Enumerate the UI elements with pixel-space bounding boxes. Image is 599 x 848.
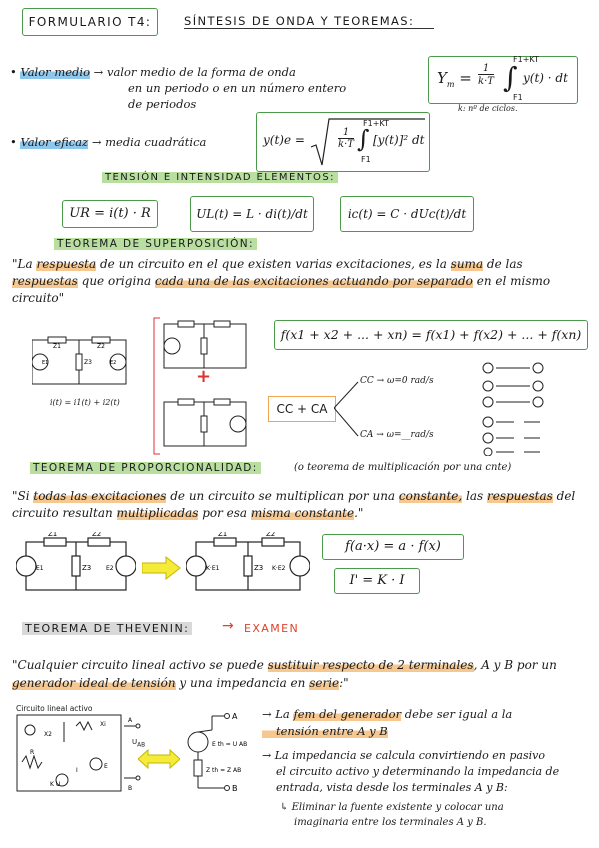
svg-text:E1: E1: [36, 565, 44, 572]
page-title-text: Síntesis de onda y teoremas:: [184, 14, 415, 28]
formula-ic: ic(t) = C · dUc(t)/dt: [340, 196, 474, 232]
integral-upper: F1+KT: [363, 119, 389, 128]
voltage-label: UAB: [132, 738, 146, 749]
circuit-label: Circuito lineal activo: [16, 704, 93, 713]
ca-text: CA → ω=__rad/s: [360, 430, 434, 440]
circuit-diagram-original: Z1 Z2 Z3 E1 E2: [16, 532, 136, 591]
circuit-diagram-scaled: Z1 Z2 Z3 K·E1 K·E2: [186, 532, 310, 591]
source-symbols: [482, 362, 544, 456]
thevenin-title: Teorema de Thevenin:: [22, 622, 193, 635]
integral-upper: F1+KT: [513, 55, 539, 64]
ciclos-note: k: nº de ciclos.: [458, 104, 518, 113]
svg-text:Z3: Z3: [84, 359, 92, 366]
svg-text:Z2: Z2: [266, 532, 275, 538]
proporcionalidad-subtitle: (o teorema de multiplicación por una cnt…: [294, 462, 512, 473]
svg-text:R: R: [30, 749, 34, 756]
svg-text:I: I: [76, 767, 78, 774]
arrow-icon: →: [262, 707, 272, 721]
proportional-equation-2: I' = K · I: [334, 568, 420, 594]
arrow-icon: →: [222, 618, 234, 634]
branch-lines: [334, 381, 359, 437]
svg-text:Z2: Z2: [92, 532, 101, 538]
thevenin-equivalent-diagram: A B E th = U AB Z th = Z AB: [187, 712, 247, 793]
bullet: •: [10, 135, 17, 149]
yellow-arrow-icon: [142, 556, 181, 580]
formula-ur: UR = i(t) · R: [62, 200, 158, 228]
thevenin-bullet-1: → La fem del generador debe ser igual a …: [262, 707, 513, 738]
arrow-icon: →: [93, 65, 104, 79]
circuit-diagram-superposition: Z1 Z2 Z3 E1 E2: [32, 336, 127, 385]
integral-icon: ∫: [503, 61, 518, 94]
cc-ca-box: CC + CA: [268, 396, 336, 422]
plus-sign: +: [196, 366, 212, 387]
formula-lhs: Ym =: [437, 69, 472, 89]
formulario-title-box: Formulario T4:: [22, 8, 158, 36]
integral-body: y(t) · dt: [523, 71, 568, 85]
integral-lower: F1: [361, 155, 371, 164]
double-arrow-icon: [138, 748, 180, 770]
superposition-equation: f(x1 + x2 + ... + xn) = f(x1) + f(x2) + …: [274, 320, 588, 350]
valor-medio-line2: en un periodo o en un número entero: [128, 81, 347, 95]
svg-text:E th = U AB: E th = U AB: [212, 741, 247, 748]
current-equation: i(t) = i1(t) + i2(t): [50, 398, 120, 407]
valor-medio-line3: de periodos: [128, 97, 197, 111]
svg-text:K·E2: K·E2: [272, 565, 286, 572]
svg-text:E1: E1: [42, 360, 48, 366]
superposicion-quote: "La respuesta de un circuito en el que e…: [12, 257, 551, 305]
valor-eficaz-desc: media cuadrática: [105, 135, 207, 149]
proportional-equation-1: f(a·x) = a · f(x): [322, 534, 464, 560]
valor-medio-line1: valor medio de la forma de onda: [106, 65, 296, 79]
proporcionalidad-quote: "Si todas las excitaciones de un circuit…: [12, 489, 576, 520]
valor-eficaz-label: Valor eficaz: [20, 135, 89, 149]
integral-icon: ∫: [357, 125, 370, 153]
formulario-title: Formulario T4:: [28, 15, 152, 29]
svg-text:E: E: [104, 763, 108, 770]
thevenin-title-text: Teorema de Thevenin:: [25, 622, 190, 635]
svg-text:B: B: [128, 785, 132, 792]
thevenin-bullet-3: ↳ Eliminar la fuente existente y colocar…: [280, 802, 504, 828]
svg-text:K·E1: K·E1: [206, 565, 220, 572]
integral-lower: F1: [513, 93, 523, 102]
svg-text:K U: K U: [50, 781, 60, 788]
bullet: •: [10, 65, 17, 79]
valor-eficaz-block: • Valor eficaz → media cuadrática: [10, 134, 206, 150]
arrow-icon: →: [262, 749, 272, 762]
svg-text:B: B: [232, 784, 238, 793]
svg-text:Z2: Z2: [97, 343, 105, 350]
arrow-icon: →: [91, 135, 102, 149]
svg-text:E2: E2: [106, 565, 114, 572]
cc-text: CC → ω=0 rad/s: [360, 376, 434, 386]
svg-text:X2: X2: [44, 731, 52, 738]
svg-text:A: A: [128, 717, 133, 724]
svg-text:E2: E2: [110, 360, 116, 366]
proporcionalidad-title: Teorema de proporcionalidad:: [30, 462, 261, 474]
exam-label: Examen: [244, 622, 300, 635]
svg-text:Z1: Z1: [218, 532, 227, 538]
svg-text:Xi: Xi: [100, 721, 106, 728]
page-title: Síntesis de onda y teoremas:: [184, 14, 434, 29]
svg-text:Z3: Z3: [82, 564, 91, 572]
svg-text:Z1: Z1: [53, 343, 61, 350]
integral-body: [y(t)]² dt: [373, 133, 425, 147]
svg-text:Z th = Z AB: Z th = Z AB: [206, 767, 241, 774]
svg-text:Z3: Z3: [254, 564, 263, 572]
circuit-diagrams-split: [153, 317, 247, 455]
tension-title: Tensión e intensidad elementos:: [102, 172, 338, 183]
formula-ul: UL(t) = L · di(t)/dt: [190, 196, 314, 232]
svg-text:A: A: [232, 712, 238, 721]
formula-lhs: y(t)e =: [263, 133, 305, 147]
thevenin-bullet-2: → La impedancia se calcula convirtiendo …: [262, 749, 560, 794]
sqrt-icon: [311, 118, 425, 166]
thevenin-quote: "Cualquier circuito lineal activo se pue…: [12, 658, 557, 690]
valor-medio-label: Valor medio: [20, 65, 90, 79]
valor-medio-block: • Valor medio → valor medio de la forma …: [10, 64, 425, 112]
arrow-icon: ↳: [280, 802, 289, 813]
svg-text:Z1: Z1: [48, 532, 57, 538]
superposicion-title: Teorema de superposición:: [54, 238, 257, 250]
